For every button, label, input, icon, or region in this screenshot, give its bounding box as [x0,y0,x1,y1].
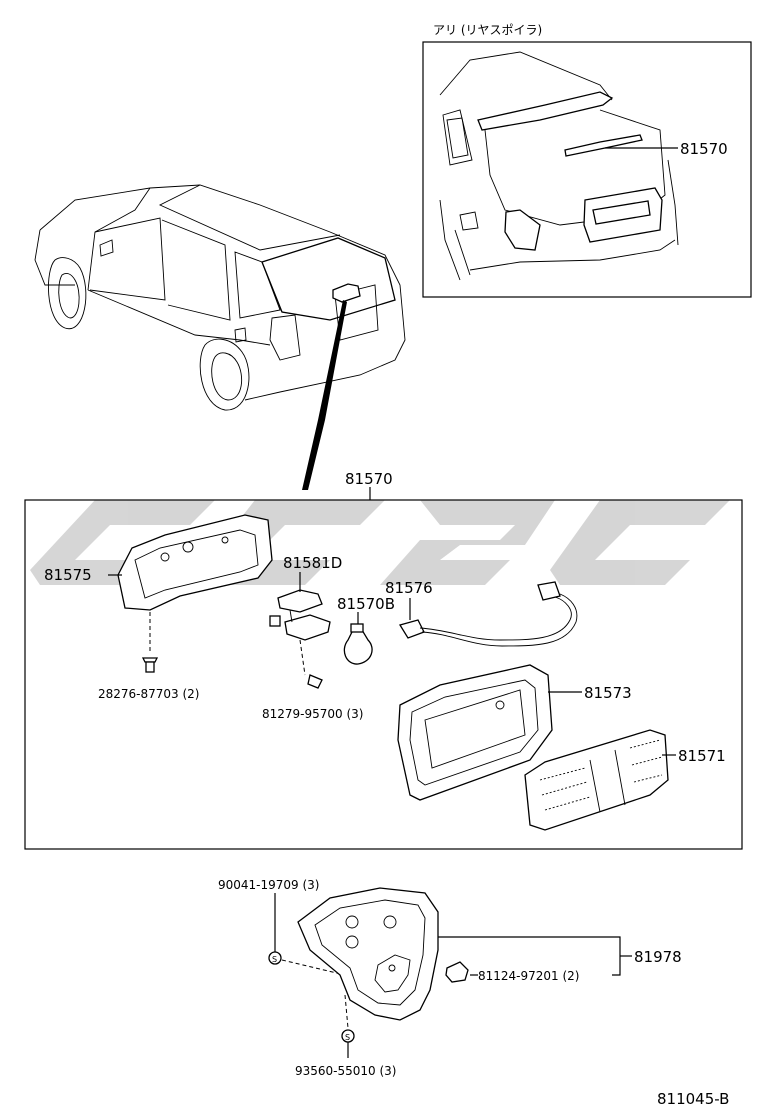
bulb [343,623,373,665]
assembly-label: 81570 [345,470,393,488]
lamp-lens [524,729,669,831]
assembly-box [24,499,743,850]
screw-bottom-dash [344,994,349,1029]
inset-box [422,41,752,298]
inset-part-label: 81570 [680,140,728,158]
screw-mid-label: 81279-95700 (3) [262,707,364,721]
screw-bottom-label: 93560-55010 (3) [295,1064,397,1078]
svg-text:S: S [345,1033,350,1042]
lens-label: 81571 [678,747,726,765]
bulb-label: 81570B [337,595,395,613]
svg-text:S: S [272,955,277,964]
screw-left [141,657,159,673]
screw-bottom: S [341,1029,355,1043]
bulb-socket-plate [269,589,331,641]
clip-label: 81124-97201 (2) [478,969,580,983]
screw-mid-dash [299,639,306,676]
vehicle-illustration [34,184,406,411]
housing-label: 81573 [584,684,632,702]
wire-harness-label: 81576 [385,579,433,597]
screw-mid [307,674,323,689]
mounting-bracket [297,887,439,1021]
inset-car-rear [439,51,679,281]
inset-caption: アリ (リヤスポイラ) [433,23,542,37]
nut: S [268,951,282,965]
lamp-cover-label: 81575 [44,566,92,584]
diagram-id: 811045-B [657,1090,729,1108]
bracket-assembly-label: 81978 [634,948,682,966]
clip [445,961,469,983]
nut-label: 90041-19709 (3) [218,878,320,892]
wire-harness [398,581,578,647]
screw-left-label: 28276-87703 (2) [98,687,200,701]
socket-plate-label: 81581D [283,554,342,572]
lamp-housing [397,664,553,801]
lamp-cover [117,514,273,611]
callout-pointer [302,300,347,490]
nut-dash [281,959,346,976]
